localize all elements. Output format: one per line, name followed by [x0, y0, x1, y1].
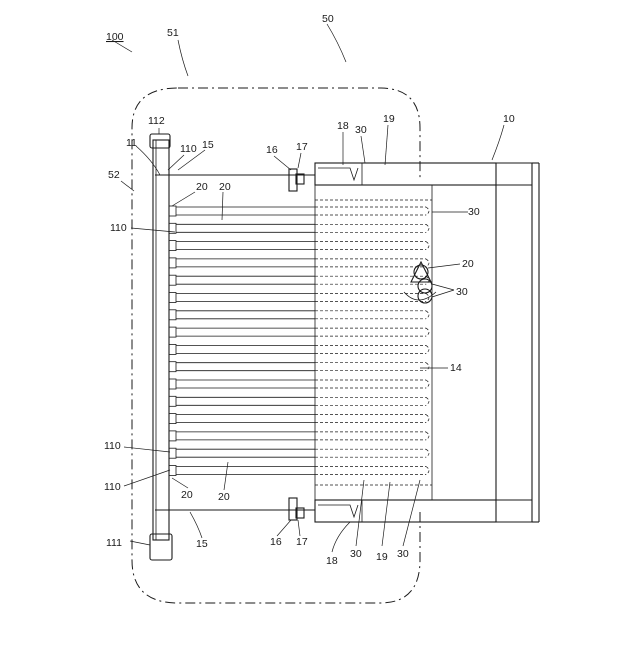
label-111: 111 [106, 537, 122, 549]
tube-section-detail [404, 262, 436, 303]
label-51: 51 [167, 27, 179, 39]
nozzle [169, 414, 176, 424]
label-18-top: 18 [337, 120, 349, 132]
hidden-tube-bend [426, 432, 429, 440]
hidden-tube-bend [426, 415, 429, 423]
label-18-bottom: 18 [326, 555, 338, 567]
leader-lines [112, 24, 504, 552]
label-16-bottom: 16 [270, 536, 282, 548]
label-30-top: 30 [355, 124, 367, 136]
label-30-bottom-b: 30 [397, 548, 409, 560]
hidden-tube-bend [426, 467, 429, 475]
hidden-tube-bend [426, 449, 429, 457]
nozzle [169, 362, 176, 372]
label-11: 11 [126, 137, 137, 149]
label-15-top: 15 [202, 139, 214, 151]
label-110-left-bottom: 110 [104, 481, 121, 493]
nozzle [169, 448, 176, 458]
label-112: 112 [148, 115, 165, 127]
label-16-top: 16 [266, 144, 278, 156]
nozzle [169, 293, 176, 303]
label-52: 52 [108, 169, 120, 181]
label-14: 14 [450, 362, 462, 374]
nozzle [169, 327, 176, 337]
hidden-tube-bend [426, 311, 429, 319]
hidden-tube-bend [426, 242, 429, 250]
label-10: 10 [503, 113, 515, 125]
nozzle [169, 396, 176, 406]
label-110-top: 110 [180, 143, 197, 155]
hidden-tube-bend [426, 380, 429, 388]
label-20-b: 20 [219, 181, 231, 193]
nozzle [169, 344, 176, 354]
label-30-bottom-a: 30 [350, 548, 362, 560]
hidden-tube-bend [426, 224, 429, 232]
hidden-tube-bend [426, 397, 429, 405]
bolt-bottom [289, 498, 304, 520]
label-30-right: 30 [456, 286, 468, 298]
label-20-a: 20 [196, 181, 208, 193]
nozzle [169, 275, 176, 285]
shell-10 [315, 163, 539, 522]
nozzle [169, 466, 176, 476]
nozzle [169, 310, 176, 320]
label-30-right-top: 30 [468, 206, 480, 218]
hidden-tube-bend [426, 363, 429, 371]
label-19-bottom: 19 [376, 551, 388, 563]
hidden-tube-bend [426, 328, 429, 336]
label-20-right: 20 [462, 258, 474, 270]
tube-bank [169, 200, 432, 485]
label-17-top: 17 [296, 141, 308, 153]
label-19-top: 19 [383, 113, 395, 125]
nozzle [169, 258, 176, 268]
label-20-d: 20 [218, 491, 230, 503]
label-20-c: 20 [181, 489, 193, 501]
label-15-bottom: 15 [196, 538, 208, 550]
label-17-bottom: 17 [296, 536, 308, 548]
label-100-text: 100 [106, 31, 124, 43]
nozzle [169, 431, 176, 441]
nozzle [169, 241, 176, 251]
label-110-left-mid: 110 [104, 440, 121, 452]
nozzle [169, 206, 176, 216]
hidden-tube-bend [426, 259, 429, 267]
hidden-tube-bend [426, 345, 429, 353]
label-50: 50 [322, 13, 334, 25]
nozzle [169, 379, 176, 389]
hidden-tube-bend [426, 207, 429, 215]
label-110-left-top: 110 [110, 222, 127, 234]
bolt-top [289, 169, 304, 191]
